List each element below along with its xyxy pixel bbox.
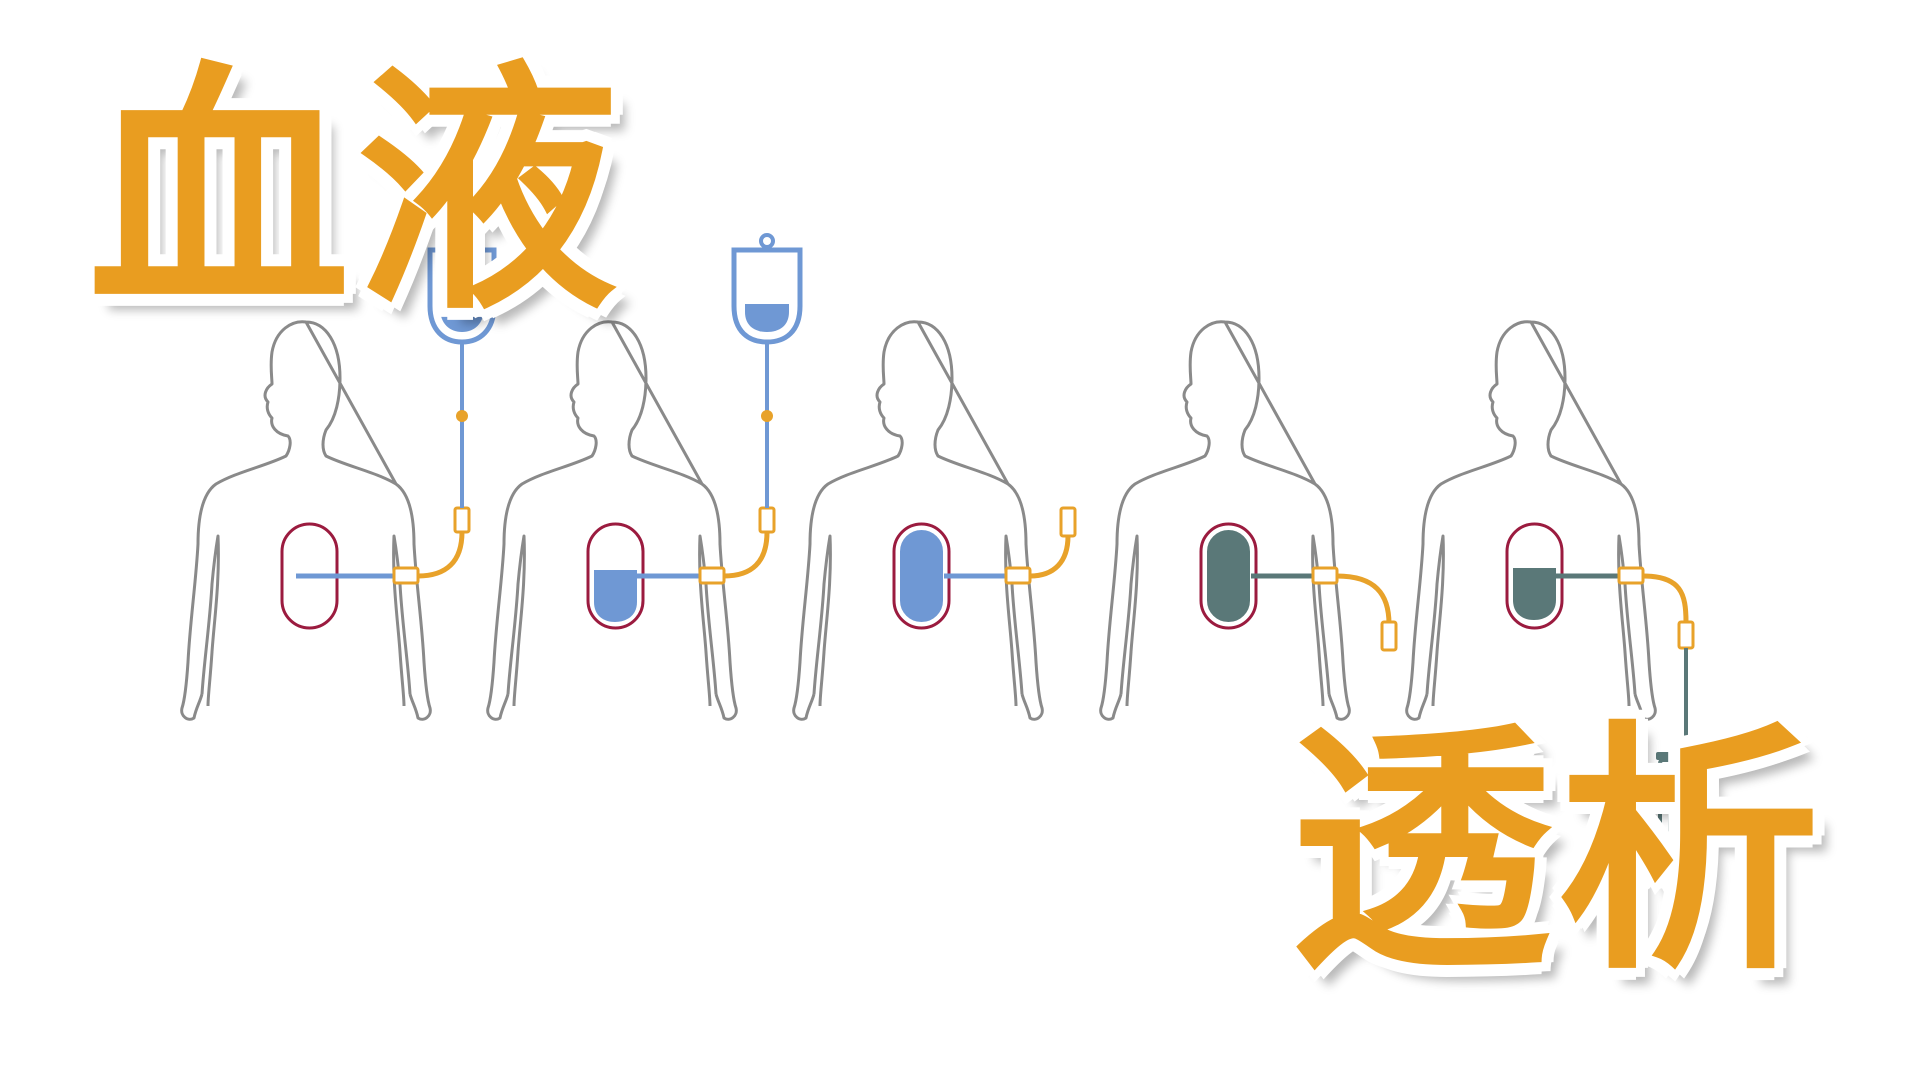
catheter-connector-icon bbox=[392, 566, 420, 585]
title-line-2: 透析 bbox=[1290, 700, 1826, 1005]
catheter-connector-icon bbox=[698, 566, 726, 585]
figure-step-2 bbox=[486, 320, 776, 721]
human-body-outline-icon bbox=[180, 320, 432, 721]
title-line-1: 血液 bbox=[88, 40, 624, 345]
human-body-outline-icon bbox=[1405, 320, 1657, 721]
figure-step-1 bbox=[180, 320, 471, 721]
figure-step-5 bbox=[1405, 320, 1695, 752]
drain-bag-icon bbox=[1656, 752, 1718, 854]
catheter-cap-icon bbox=[1380, 620, 1398, 652]
figure-step-4 bbox=[1099, 320, 1398, 721]
catheter-connector-icon bbox=[1617, 566, 1645, 585]
human-body-outline-icon bbox=[1099, 320, 1351, 721]
figure-step-3 bbox=[792, 320, 1077, 721]
catheter-connector-icon bbox=[1311, 566, 1339, 585]
catheter-connector-icon bbox=[1004, 566, 1032, 585]
catheter-cap-icon bbox=[1059, 506, 1077, 538]
human-body-outline-icon bbox=[486, 320, 738, 721]
dialysate-bag-full-icon bbox=[427, 234, 497, 345]
dialysate-bag-partial-icon bbox=[731, 233, 803, 345]
human-body-outline-icon bbox=[792, 320, 1044, 721]
